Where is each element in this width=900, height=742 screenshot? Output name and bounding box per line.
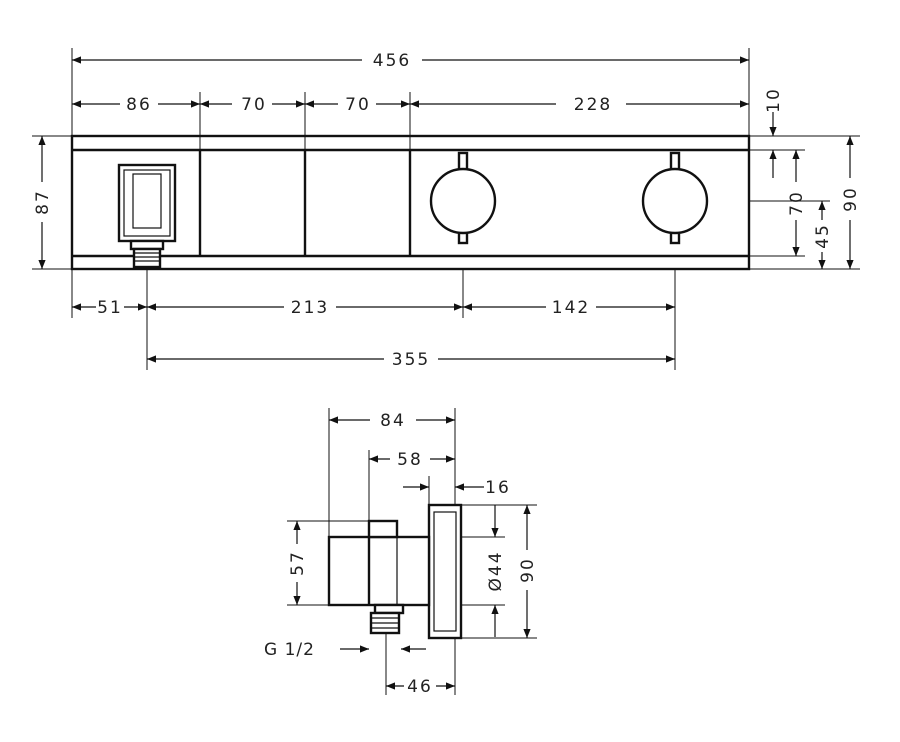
side-view: 84 58 16 57 Ø44	[264, 408, 538, 697]
dim-84-label: 84	[380, 411, 406, 431]
dim-side-90: 90	[461, 504, 538, 639]
dim-142-label: 142	[552, 298, 590, 318]
dim-70a-label: 70	[241, 95, 267, 115]
dim-57: 57	[287, 520, 369, 606]
dim-left-87: 87	[32, 135, 72, 270]
thread-label: G 1/2	[264, 640, 315, 660]
dim-57-label: 57	[288, 550, 308, 576]
dim-side-90-label: 90	[518, 557, 538, 583]
dim-right-45: 45	[813, 201, 833, 269]
dim-355-label: 355	[392, 350, 430, 370]
dim-bottom-row: 51 213 142	[72, 298, 675, 318]
dim-58-label: 58	[397, 450, 423, 470]
dim-right-45-label: 45	[813, 223, 833, 249]
dim-segments-top: 86 70 70 228	[72, 95, 749, 115]
dim-overall-width-label: 456	[373, 51, 411, 71]
dim-diameter-44-label: Ø44	[486, 550, 506, 591]
dim-10-label: 10	[764, 87, 784, 113]
dim-right-90-label: 90	[841, 186, 861, 212]
dim-46-label: 46	[407, 677, 433, 697]
dim-16: 16	[403, 478, 511, 498]
dim-70b-label: 70	[345, 95, 371, 115]
dim-86-label: 86	[126, 95, 152, 115]
dim-right-70-label: 70	[787, 190, 807, 216]
dim-thread-g12: G 1/2	[264, 640, 426, 660]
thread-outlet	[369, 603, 405, 635]
dim-right-70: 70	[769, 150, 807, 256]
valve-housing	[327, 535, 431, 607]
dim-10: 10	[749, 87, 860, 151]
dim-355: 355	[147, 350, 675, 370]
dim-58: 58	[369, 450, 455, 470]
dim-87-label: 87	[33, 189, 53, 215]
hose-outlet-holder	[117, 163, 177, 269]
dim-51-label: 51	[97, 298, 123, 318]
dim-overall-width: 456	[72, 51, 749, 71]
dim-46: 46	[385, 633, 456, 697]
dim-213-label: 213	[291, 298, 329, 318]
thermostat-knob-right	[641, 151, 709, 245]
dim-16-label: 16	[485, 478, 511, 498]
dim-diameter-44: Ø44	[461, 505, 506, 637]
dim-228-label: 228	[574, 95, 612, 115]
front-view: 456 86 70 70 228 10	[32, 48, 861, 370]
dim-84: 84	[329, 411, 455, 431]
dim-right-90: 90	[841, 136, 861, 269]
thermostat-knob-left	[429, 151, 497, 245]
